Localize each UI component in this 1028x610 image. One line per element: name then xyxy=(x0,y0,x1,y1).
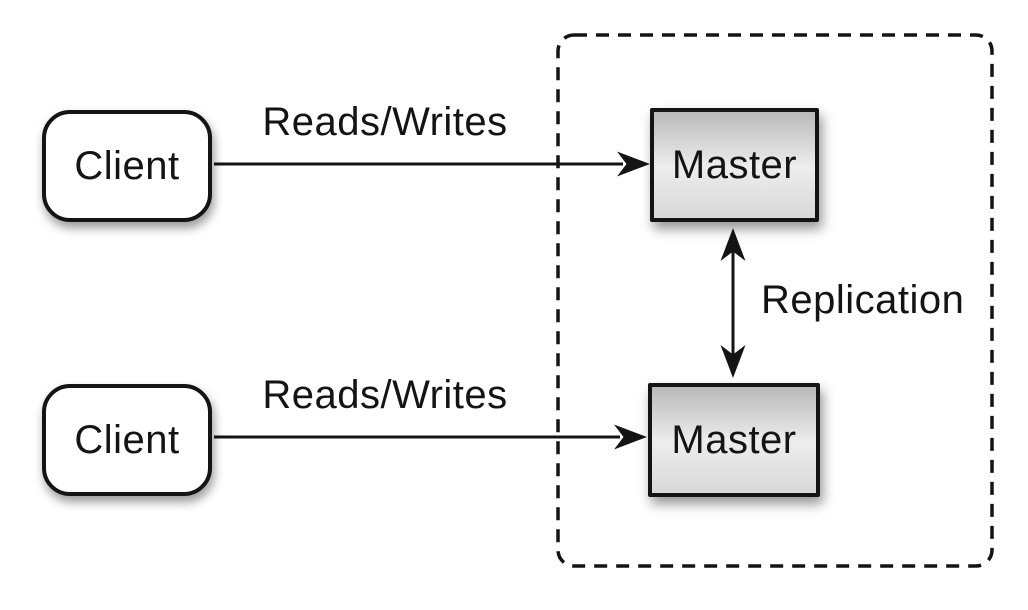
arrow-reads-writes-top xyxy=(214,151,650,177)
node-master-top-label: Master xyxy=(671,142,798,187)
edge-label-reads-writes-top: Reads/Writes xyxy=(262,100,508,144)
node-master-top: Master xyxy=(650,108,819,222)
edge-label-replication: Replication xyxy=(761,278,965,322)
node-master-bottom-label: Master xyxy=(671,417,797,462)
node-client-bottom: Client xyxy=(42,384,212,496)
node-client-bottom-label: Client xyxy=(74,417,180,462)
node-client-top: Client xyxy=(42,110,212,222)
replication-boundary xyxy=(556,33,994,568)
arrow-replication xyxy=(720,228,746,378)
node-client-top-label: Client xyxy=(74,143,180,188)
arrow-reads-writes-bottom xyxy=(214,424,647,450)
node-master-bottom: Master xyxy=(648,383,820,497)
edge-label-reads-writes-bottom: Reads/Writes xyxy=(262,373,508,417)
